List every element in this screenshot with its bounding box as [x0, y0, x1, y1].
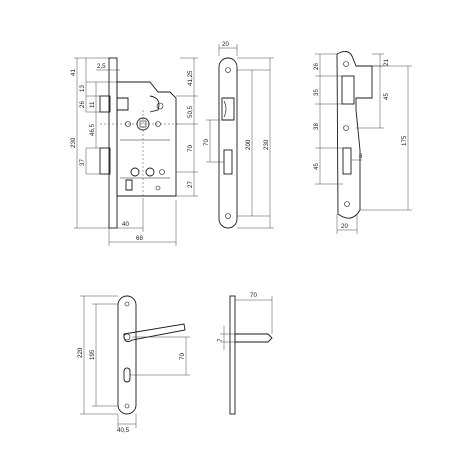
latch-lever — [149, 95, 160, 113]
faceplate-outline — [218, 57, 238, 229]
lever-handle — [123, 323, 186, 343]
dim-label-37: 37 — [79, 159, 86, 166]
deadbolt — [99, 147, 111, 175]
strike-screw-top — [343, 61, 349, 67]
dim-label-230: 230 — [263, 139, 270, 150]
latch-guide — [117, 97, 129, 111]
dim-label-26: 26 — [79, 101, 86, 108]
dim-label-46-5: 46,5 — [89, 123, 96, 136]
dim-label-41-25: 41,25 — [187, 70, 194, 86]
dim-label-70: 70 — [250, 292, 257, 299]
dim-label-50-5: 50,5 — [187, 105, 194, 118]
handle-side-view: 70 7 — [217, 292, 273, 415]
dim-label-38: 38 — [313, 123, 320, 130]
lever-pivot — [156, 102, 164, 110]
side-lever — [234, 333, 273, 343]
dim-label-21: 21 — [383, 59, 390, 66]
backplate-outline — [117, 295, 137, 415]
dim-label-40: 40 — [122, 221, 129, 228]
dim-label-26: 26 — [313, 63, 320, 70]
dim-label-230: 230 — [70, 137, 77, 148]
dim-label-70: 70 — [179, 353, 186, 360]
latch-bolt — [99, 95, 111, 113]
dim-label-195: 195 — [89, 349, 96, 360]
latch-profile — [223, 100, 227, 118]
dim-label-35: 35 — [313, 89, 320, 96]
dim-label-13: 13 — [79, 85, 86, 92]
dim-label-175: 175 — [401, 135, 408, 146]
keyhole — [123, 367, 131, 383]
dim-label-11: 11 — [89, 101, 96, 108]
side-plate — [229, 295, 236, 415]
strike-deadbolt-opening — [342, 147, 352, 175]
strike-plate-view: 26 21 35 45 38 45 8 175 20 — [313, 51, 412, 234]
dim-label-70: 70 — [187, 145, 194, 152]
dim-label-2-5: 2,5 — [97, 63, 106, 70]
dim-label-45-top: 45 — [383, 93, 390, 100]
latch-opening — [221, 97, 235, 121]
lock-body-view: 41 13 2,5 41,25 50,5 26 11 46,5 70 230 3… — [70, 57, 198, 246]
faceplate-view: 20 70 200 230 — [203, 41, 274, 229]
backplate-screw-bottom — [124, 403, 130, 409]
dim-label-200: 200 — [245, 139, 252, 150]
internal-plate — [120, 139, 170, 179]
tumbler — [125, 179, 133, 191]
cylinder-cam — [130, 167, 140, 177]
dim-label-40-5: 40,5 — [117, 427, 130, 434]
dim-label-7: 7 — [217, 338, 224, 342]
dim-label-68: 68 — [136, 235, 143, 242]
screw-hole — [155, 185, 161, 191]
dim-label-220: 220 — [77, 347, 84, 358]
backplate-screw-top — [124, 301, 130, 307]
deadbolt-opening — [223, 149, 233, 175]
strike-plate-outline — [336, 51, 373, 219]
strike-latch-opening — [341, 75, 355, 105]
lock-faceplate-edge — [108, 57, 118, 229]
dim-label-27: 27 — [187, 181, 194, 188]
faceplate-screw-top — [225, 67, 231, 73]
lock-case-outline — [116, 81, 177, 197]
lever-rose — [123, 333, 131, 341]
dim-label-20: 20 — [341, 223, 348, 230]
dim-label-70: 70 — [203, 139, 210, 146]
strike-screw-bottom — [344, 201, 350, 207]
screw-hole — [159, 169, 165, 175]
dim-label-8: 8 — [359, 153, 363, 160]
strike-screw-mid — [343, 125, 349, 131]
dim-label-41: 41 — [70, 69, 77, 76]
faceplate-screw-bottom — [225, 213, 231, 219]
dim-label-20: 20 — [222, 41, 229, 48]
handle-front-view: 220 195 70 40,5 — [77, 295, 190, 434]
dim-label-45-bottom: 45 — [313, 163, 320, 170]
cylinder-cam — [145, 167, 155, 177]
